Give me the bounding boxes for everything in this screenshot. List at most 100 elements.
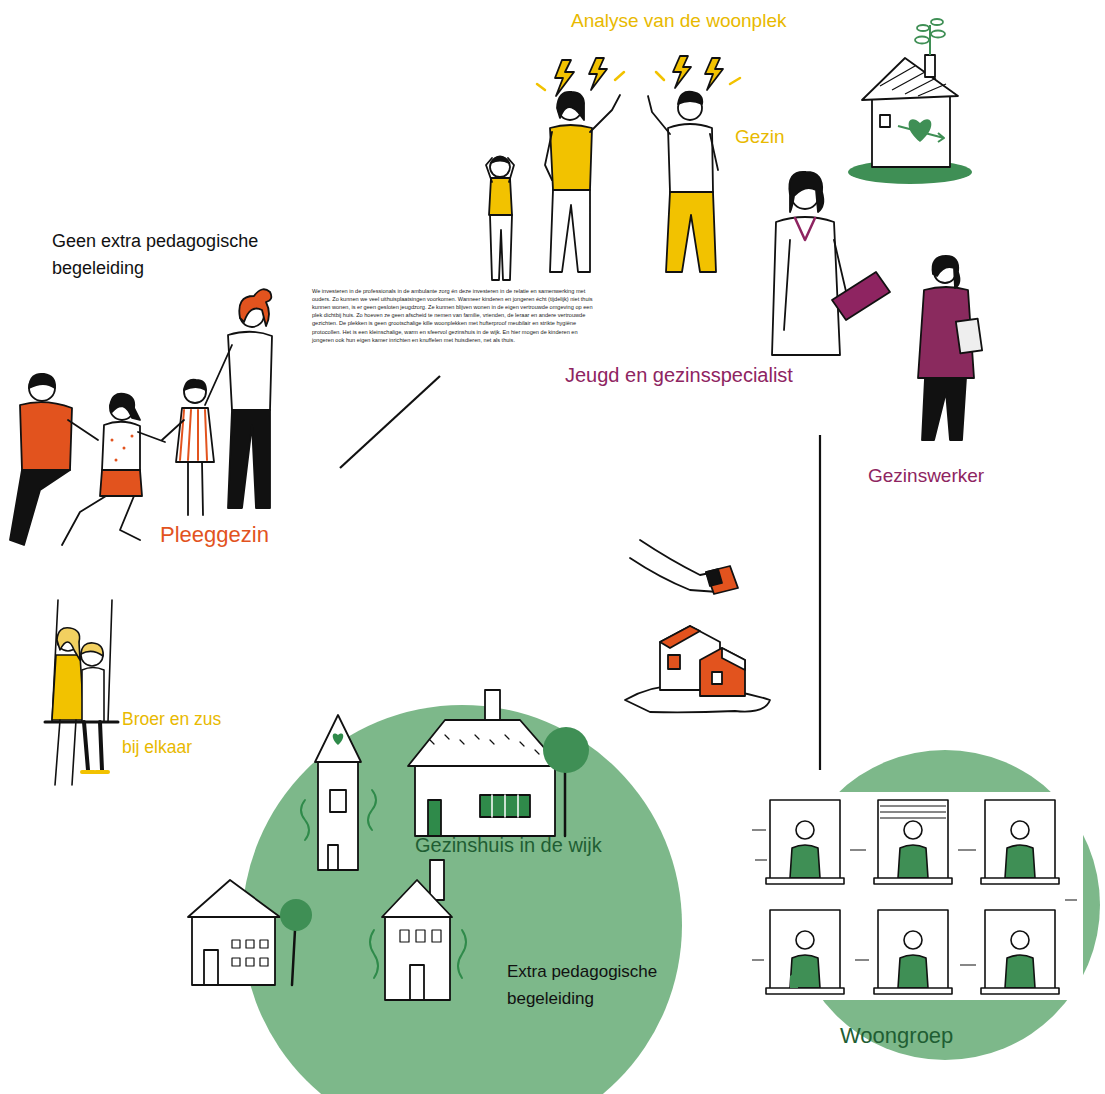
neighbourhood-houses bbox=[492, 795, 518, 817]
foster-family bbox=[115, 459, 118, 462]
group-home-windows bbox=[766, 878, 844, 884]
siblings-swing bbox=[57, 628, 80, 660]
foster-family bbox=[123, 447, 126, 450]
foster-family bbox=[110, 394, 140, 420]
node-title: Gezinshuis in de wijk bbox=[415, 833, 670, 857]
group-home-windows bbox=[985, 800, 1055, 880]
hands-with-houses bbox=[668, 655, 680, 669]
role-label: Gezinswerker bbox=[868, 465, 1068, 488]
siblings-swing bbox=[82, 668, 104, 723]
neighbourhood-houses bbox=[410, 965, 424, 1000]
arguing-family bbox=[550, 125, 592, 190]
specialist-figure bbox=[772, 217, 840, 355]
foster-family bbox=[138, 432, 165, 442]
family-worker-figure bbox=[933, 256, 960, 288]
neighbourhood-houses bbox=[192, 915, 275, 985]
group-home-windows bbox=[770, 800, 840, 880]
home-heart-icon bbox=[872, 95, 950, 167]
role-label: Jeugd en gezinsspecialist bbox=[565, 363, 865, 387]
arguing-family bbox=[705, 58, 723, 90]
arguing-family bbox=[486, 158, 492, 182]
group-home-windows bbox=[766, 988, 844, 994]
foster-family bbox=[100, 470, 142, 496]
circle-fill bbox=[242, 705, 682, 1094]
hands-with-houses bbox=[722, 648, 745, 670]
hands-with-houses bbox=[660, 626, 700, 648]
arguing-family bbox=[666, 192, 716, 272]
siblings-swing bbox=[84, 722, 102, 770]
home-heart-icon bbox=[848, 19, 972, 184]
home-heart-icon bbox=[917, 25, 929, 31]
group-home-windows bbox=[874, 988, 952, 994]
hands-with-houses bbox=[700, 648, 745, 696]
home-heart-icon bbox=[880, 66, 946, 96]
foster-family bbox=[184, 380, 206, 390]
gezinshuis-circle: Gezinshuis in de wijkExtra pedagogische … bbox=[242, 705, 682, 1094]
neighbourhood-houses bbox=[400, 930, 441, 942]
arguing-family bbox=[490, 215, 512, 280]
role-label: Gezin bbox=[735, 126, 815, 149]
siblings-swing bbox=[45, 600, 118, 785]
circle-fill bbox=[790, 750, 1100, 1060]
siblings-swing bbox=[52, 655, 84, 720]
hands-with-houses bbox=[630, 540, 725, 592]
foster-family bbox=[131, 435, 134, 438]
group-home-windows bbox=[770, 910, 840, 990]
neighbourhood-houses bbox=[485, 690, 500, 722]
neighbourhood-houses bbox=[232, 940, 268, 966]
neighbourhood-houses bbox=[318, 760, 358, 870]
arguing-family bbox=[491, 157, 509, 164]
home-heart-icon bbox=[880, 115, 890, 127]
role-label: Pleeggezin bbox=[160, 522, 360, 548]
section-label: Analyse van de woonplek bbox=[571, 10, 851, 33]
arguing-family bbox=[668, 124, 713, 192]
node-title: Woongroep bbox=[840, 1023, 1040, 1049]
leader-line bbox=[340, 376, 440, 468]
foster-family bbox=[228, 410, 270, 508]
hands-with-houses bbox=[712, 672, 722, 684]
neighbourhood-houses bbox=[428, 800, 441, 836]
arguing-family bbox=[710, 134, 718, 170]
hands-with-houses bbox=[625, 540, 770, 712]
foster-family bbox=[68, 420, 98, 440]
foster-family bbox=[228, 332, 272, 410]
home-heart-icon bbox=[931, 19, 943, 25]
arguing-family bbox=[490, 157, 510, 177]
arguing-family bbox=[673, 56, 691, 88]
foster-family bbox=[62, 496, 140, 545]
group-home-windows bbox=[748, 792, 1083, 1000]
home-heart-icon bbox=[925, 55, 935, 77]
note-label: Geen extra pedagogische begeleiding bbox=[52, 228, 307, 282]
specialist-figure bbox=[795, 218, 815, 240]
group-home-windows bbox=[878, 800, 948, 880]
group-home-windows bbox=[1011, 821, 1029, 839]
group-home-windows bbox=[904, 821, 922, 839]
group-home-windows bbox=[796, 931, 814, 949]
foster-family bbox=[102, 422, 140, 470]
group-home-windows bbox=[790, 845, 820, 878]
neighbourhood-houses bbox=[564, 770, 567, 836]
arguing-family bbox=[489, 178, 512, 215]
group-home-windows bbox=[748, 792, 1083, 1000]
neighbourhood-houses bbox=[333, 733, 344, 745]
arguing-family bbox=[545, 132, 552, 180]
siblings-swing bbox=[82, 770, 108, 774]
neighbourhood-houses bbox=[385, 915, 450, 1000]
siblings-swing bbox=[55, 720, 76, 785]
foster-family bbox=[205, 345, 232, 405]
specialist-figure bbox=[772, 172, 890, 355]
circle-outline bbox=[790, 750, 1100, 1060]
hands-with-houses bbox=[706, 566, 738, 594]
group-home-windows bbox=[874, 878, 952, 884]
home-heart-icon bbox=[862, 58, 958, 100]
specialist-figure bbox=[784, 240, 790, 330]
group-home-windows bbox=[790, 955, 820, 988]
woongroep-circle: Woongroep bbox=[790, 750, 1100, 1060]
arguing-family bbox=[486, 56, 740, 280]
foster-family bbox=[188, 462, 203, 515]
group-home-windows bbox=[752, 830, 1077, 965]
siblings-swing bbox=[81, 643, 103, 656]
neighbourhood-houses bbox=[430, 860, 444, 900]
foster-family bbox=[10, 470, 70, 545]
